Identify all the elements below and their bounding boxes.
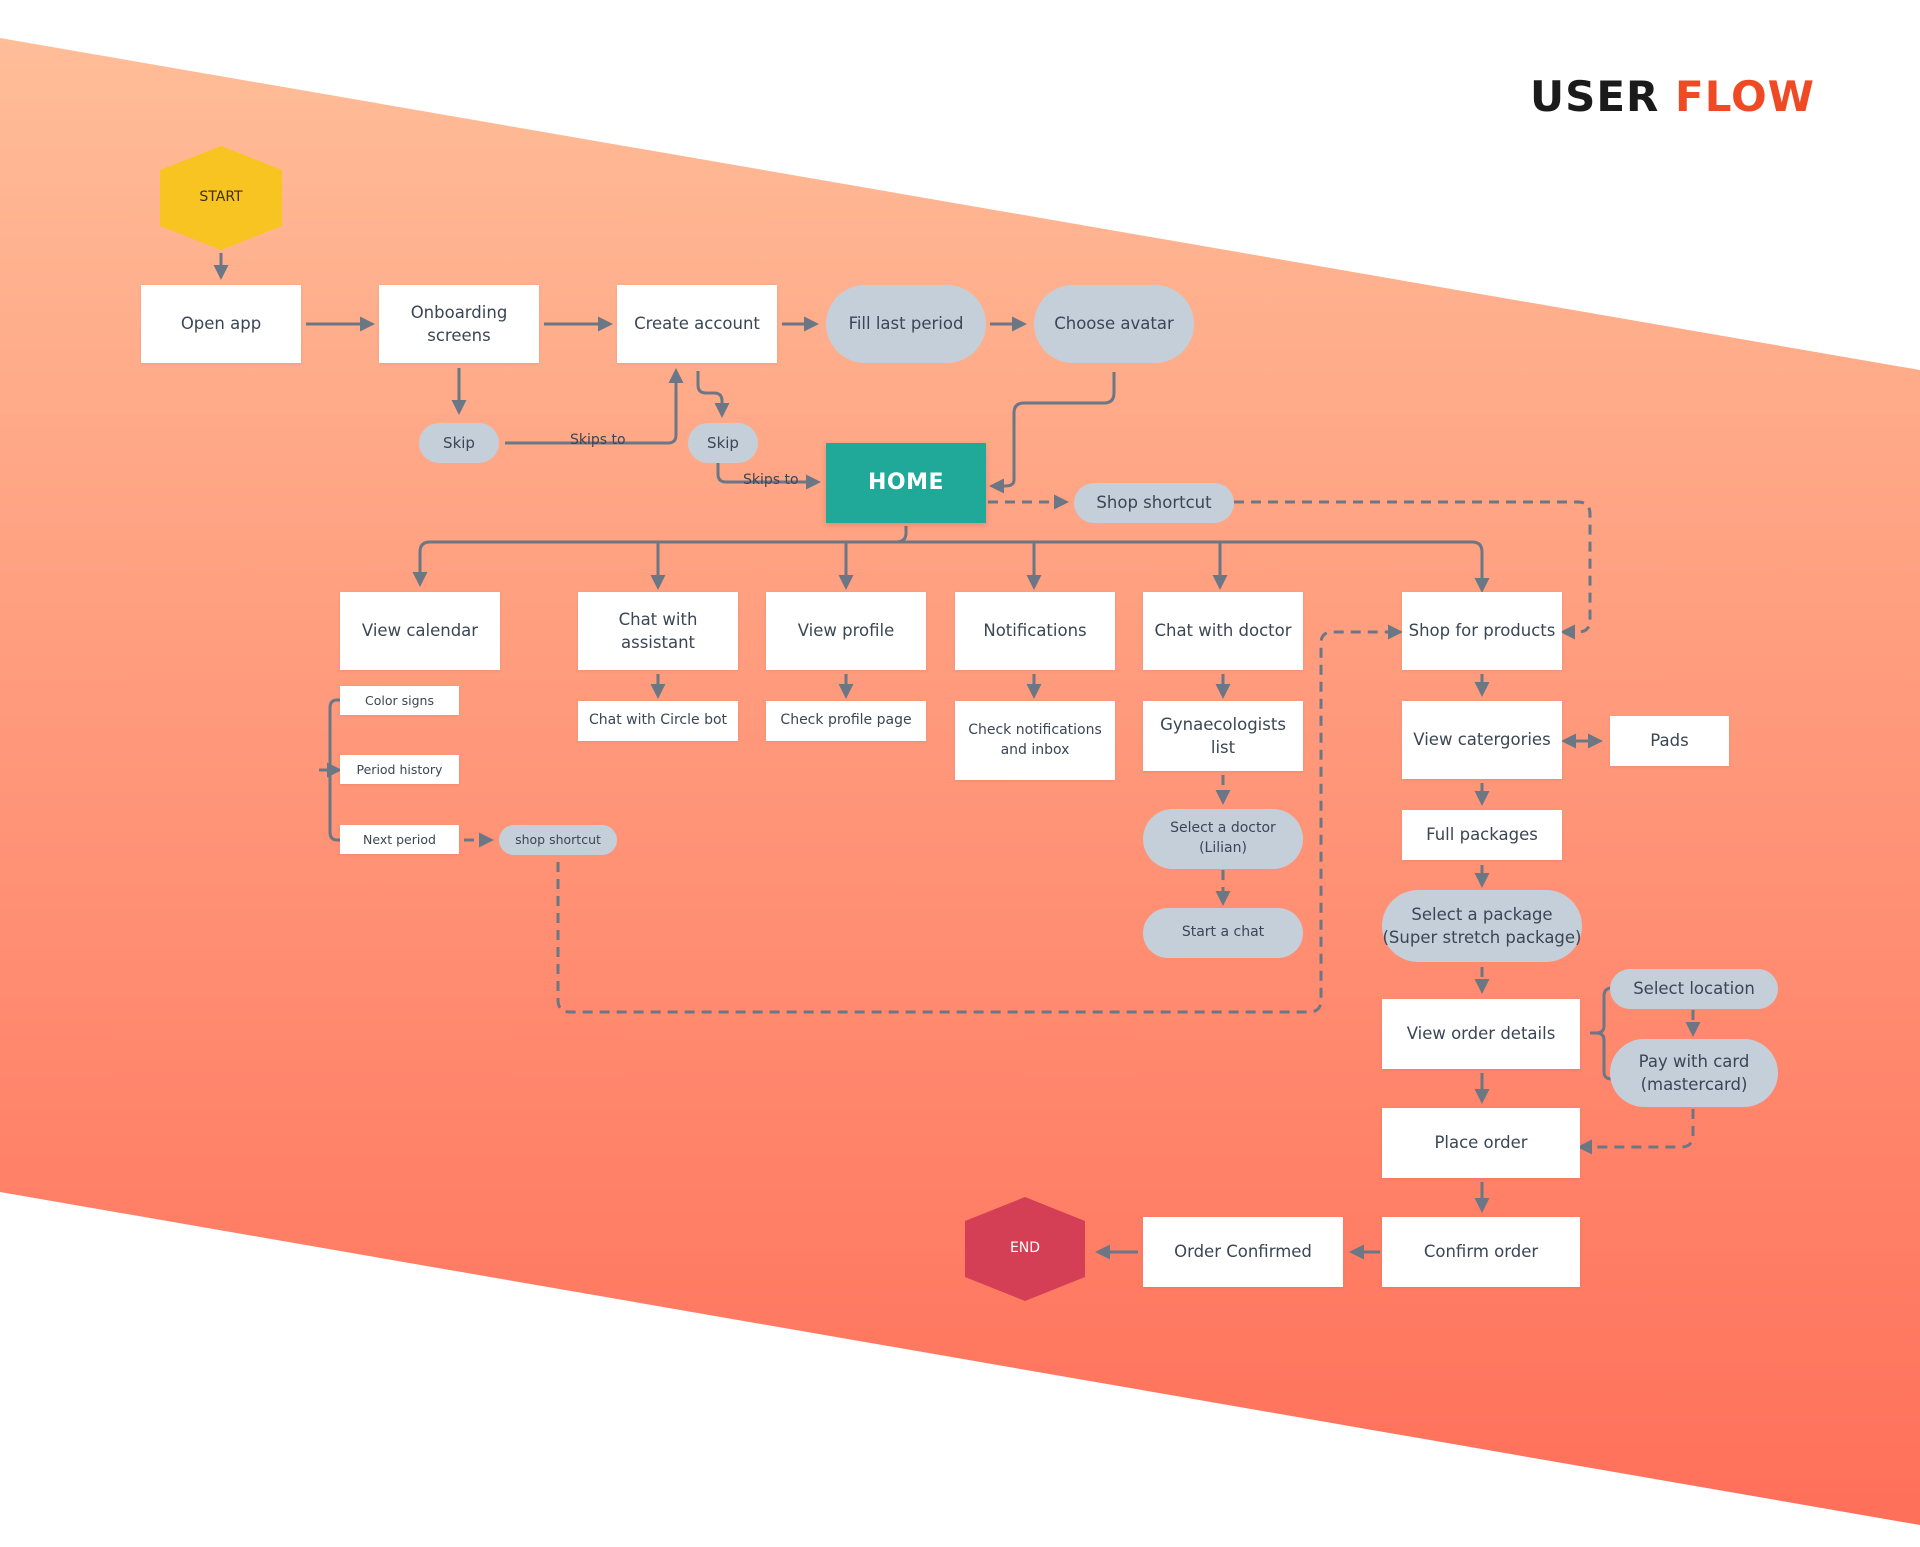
edge-shortcut-shop <box>556 624 1403 1014</box>
color-signs-node[interactable]: Color signs <box>340 686 459 715</box>
check-notifications-node[interactable]: Check notifications and inbox <box>955 701 1115 780</box>
end-label: END <box>1009 1240 1041 1257</box>
shop-for-products-node[interactable]: Shop for products <box>1402 592 1562 670</box>
title-part-flow: FLOW <box>1675 72 1815 121</box>
edge-skip2-home <box>716 462 821 490</box>
create-account-node[interactable]: Create account <box>617 285 777 363</box>
skip-node-1[interactable]: Skip <box>419 423 499 463</box>
period-history-node[interactable]: Period history <box>340 755 459 784</box>
next-period-node[interactable]: Next period <box>340 825 459 854</box>
gynaecologists-list-node[interactable]: Gynaecologists list <box>1143 701 1303 771</box>
view-categories-node[interactable]: View catergories <box>1402 701 1562 779</box>
order-confirmed-node[interactable]: Order Confirmed <box>1143 1217 1343 1287</box>
select-doctor-node[interactable]: Select a doctor (Lilian) <box>1143 809 1303 869</box>
select-package-node[interactable]: Select a package (Super stretch package) <box>1382 890 1582 962</box>
full-packages-node[interactable]: Full packages <box>1402 810 1562 860</box>
start-chat-node[interactable]: Start a chat <box>1143 908 1303 958</box>
edge-home-bus <box>412 526 908 587</box>
view-order-details-node[interactable]: View order details <box>1382 999 1580 1069</box>
pads-node[interactable]: Pads <box>1610 716 1729 766</box>
skips-to-label-1: Skips to <box>570 432 626 448</box>
shop-shortcut-node[interactable]: Shop shortcut <box>1074 483 1234 523</box>
start-hexagon-shape <box>160 146 282 250</box>
select-location-node[interactable]: Select location <box>1610 969 1778 1009</box>
start-label: START <box>199 189 243 206</box>
end-node: END <box>965 1197 1085 1301</box>
fill-last-period-node[interactable]: Fill last period <box>826 285 986 363</box>
skip-node-2[interactable]: Skip <box>688 423 758 463</box>
check-profile-page-node[interactable]: Check profile page <box>766 701 926 741</box>
edge-skip-create <box>505 368 684 445</box>
onboarding-screens-node[interactable]: Onboarding screens <box>379 285 539 363</box>
edge-create-skip2 <box>696 371 730 418</box>
chat-circle-bot-node[interactable]: Chat with Circle bot <box>578 701 738 741</box>
place-order-node[interactable]: Place order <box>1382 1108 1580 1178</box>
view-profile-node[interactable]: View profile <box>766 592 926 670</box>
pay-with-card-node[interactable]: Pay with card (mastercard) <box>1610 1039 1778 1107</box>
chat-with-assistant-node[interactable]: Chat with assistant <box>578 592 738 670</box>
confirm-order-node[interactable]: Confirm order <box>1382 1217 1580 1287</box>
title-part-user: USER <box>1529 72 1660 121</box>
end-hexagon-shape <box>965 1197 1085 1301</box>
notifications-node[interactable]: Notifications <box>955 592 1115 670</box>
edge-avatar-home <box>989 372 1116 494</box>
edge-shopshortcut-shop <box>1234 500 1592 640</box>
chat-with-doctor-node[interactable]: Chat with doctor <box>1143 592 1303 670</box>
page-title: USER FLOW <box>1530 72 1815 121</box>
open-app-node[interactable]: Open app <box>141 285 301 363</box>
view-calendar-node[interactable]: View calendar <box>340 592 500 670</box>
home-node[interactable]: HOME <box>826 443 986 523</box>
shop-shortcut-small-node[interactable]: shop shortcut <box>499 825 617 855</box>
choose-avatar-node[interactable]: Choose avatar <box>1034 285 1194 363</box>
skips-to-label-2: Skips to <box>743 472 799 488</box>
start-node: START <box>160 146 282 250</box>
